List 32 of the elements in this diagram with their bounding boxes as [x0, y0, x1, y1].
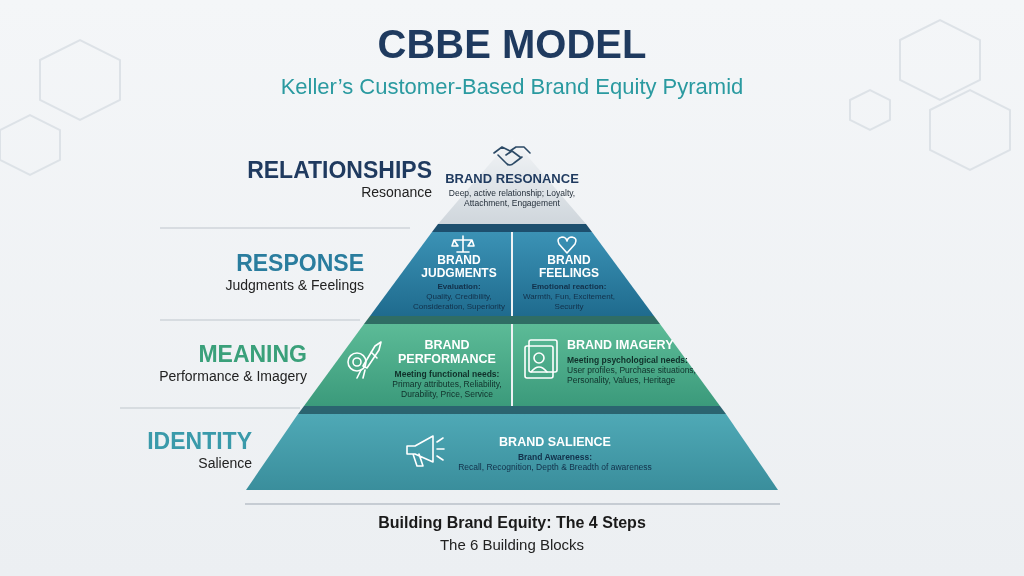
subtitle: Keller’s Customer-Based Brand Equity Pyramid [279, 74, 745, 100]
footer-heading: Building Brand Equity: The 4 Steps [377, 514, 647, 532]
pyramid-block [513, 232, 654, 316]
title: CBBE MODEL [376, 22, 648, 67]
block-subheading: Emotional reaction: [530, 282, 608, 292]
pyramid-block [370, 232, 511, 316]
footer-subheading: The 6 Building Blocks [438, 536, 586, 553]
level-subheading: Performance & Imagery [159, 368, 307, 384]
block-title: BRAND RESONANCE [444, 172, 580, 187]
level-heading: RESPONSE [236, 250, 364, 277]
block-title: BRAND PERFORMANCE [397, 339, 497, 367]
block-description: Primary attributes, Reliability, Durability, Price, Service [391, 378, 503, 400]
block-subheading: Brand Awareness: [516, 451, 594, 462]
block-subheading: Evaluation: [436, 282, 482, 292]
block-description: User profiles, Purchase situations, Personality, Values, Heritage [567, 364, 697, 386]
block-description: Recall, Recognition, Depth & Breadth of awareness [457, 461, 653, 473]
block-title: BRAND FEELINGS [538, 254, 600, 281]
level-subheading: Judgments & Feelings [225, 277, 364, 293]
block-subheading: Meeting psychological needs: [567, 354, 689, 365]
level-heading: RELATIONSHIPS [247, 157, 432, 184]
level-heading: MEANING [198, 341, 307, 368]
level-heading: IDENTITY [147, 428, 252, 455]
block-description: Quality, Credibility, Consideration, Superiority [411, 291, 506, 312]
block-description: Warmth, Fun, Excitement, Security [521, 291, 617, 312]
pyramid-block [513, 324, 720, 406]
block-title: BRAND IMAGERY [567, 339, 675, 353]
block-title: BRAND SALIENCE [498, 436, 612, 450]
level-subheading: Resonance [361, 184, 432, 200]
block-subheading: Meeting functional needs: [393, 368, 501, 379]
block-title: BRAND JUDGMENTS [420, 254, 498, 281]
level-subheading: Salience [198, 455, 252, 471]
block-description: Deep, active relationship; Loyalty, Attachment, Engagement [447, 188, 577, 209]
